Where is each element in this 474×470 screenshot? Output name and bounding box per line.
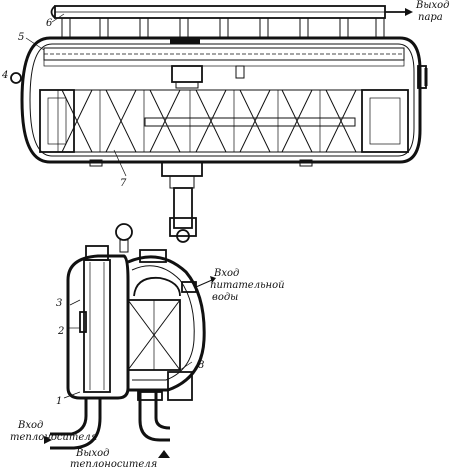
spherical-vessel bbox=[127, 255, 206, 392]
downcomer-pipe bbox=[173, 187, 193, 229]
coolant-out-label-1: Выход bbox=[75, 448, 110, 459]
drum-shell bbox=[20, 36, 422, 164]
callout-5: 5 bbox=[18, 32, 24, 43]
coolant-out-label-2: теплоносителя bbox=[70, 459, 157, 470]
callout-3: 3 bbox=[56, 298, 62, 309]
callout-8: 8 bbox=[198, 360, 204, 371]
callout-1: 1 bbox=[56, 396, 62, 407]
steam-out-label-2: пара bbox=[418, 12, 443, 23]
leader-lines bbox=[12, 13, 193, 399]
feed-in-label-2: питательной bbox=[210, 280, 285, 291]
collector-risers bbox=[61, 17, 385, 39]
feed-in-label-3: воды bbox=[212, 292, 238, 303]
steam-out-label-1: Выход bbox=[415, 0, 450, 11]
callout-7: 7 bbox=[120, 178, 127, 189]
cross-bracing bbox=[61, 89, 357, 153]
callout-6: 6 bbox=[46, 18, 53, 29]
feed-in-label-1: Вход bbox=[213, 268, 239, 279]
tube-bundle-region bbox=[39, 89, 409, 153]
coolant-inlet-pipe bbox=[50, 398, 88, 436]
feed-water-arrow bbox=[195, 279, 213, 288]
coolant-in-label-2: теплоносителя bbox=[10, 432, 97, 443]
callout-2: 2 bbox=[57, 326, 64, 337]
heat-exchanger-unit bbox=[44, 223, 216, 458]
steam-drum-vessel bbox=[10, 5, 428, 243]
coolant-cylinder bbox=[66, 254, 130, 400]
callout-4: 4 bbox=[1, 70, 8, 81]
coolant-in-label-1: Вход bbox=[17, 420, 43, 431]
coolant-outlet-pipe bbox=[138, 392, 170, 442]
